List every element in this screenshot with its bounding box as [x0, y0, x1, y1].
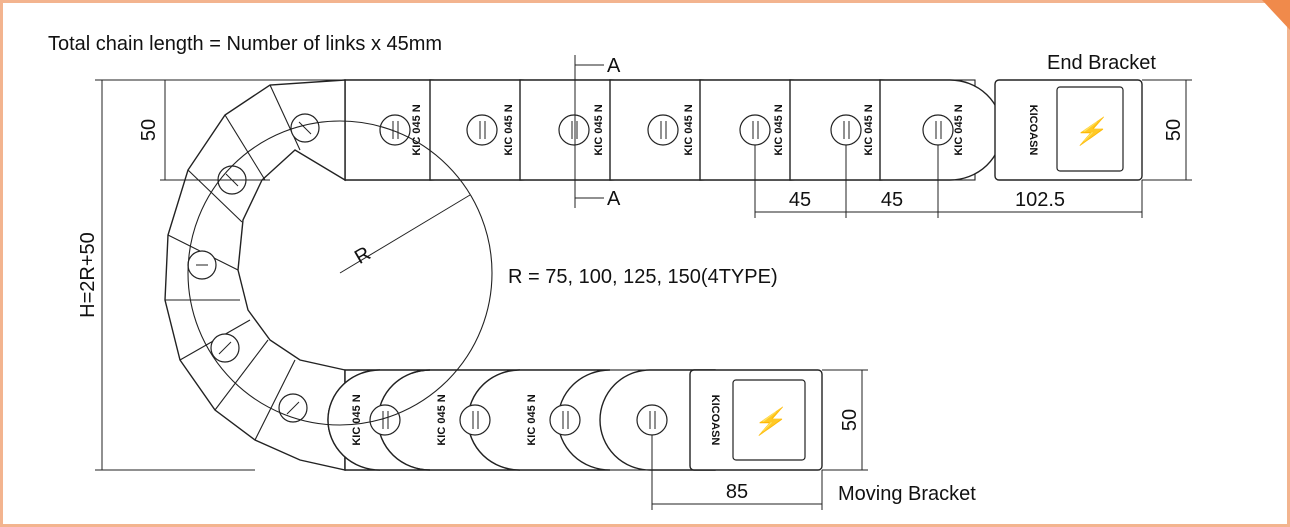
- pin: [187, 250, 217, 280]
- title: Total chain length = Number of links x 4…: [48, 33, 442, 55]
- dim-top-left-value: 50: [138, 119, 160, 141]
- link-marking: KIC 045 N: [436, 394, 448, 445]
- corner-tab: [1262, 0, 1290, 30]
- pin: [549, 404, 581, 436]
- lower-run: KIC 045 N KIC 045 N KIC 045 N: [327, 369, 716, 471]
- link-marking: KIC 045 N: [773, 104, 785, 155]
- pin: [922, 114, 954, 146]
- end-bracket: KICOASN ⚡: [994, 79, 1143, 181]
- pin: [466, 114, 498, 146]
- link-marking: KIC 045 N: [526, 394, 538, 445]
- pin: [558, 114, 590, 146]
- radius-label: R: [351, 243, 375, 269]
- bracket-logo-icon: ⚡: [753, 406, 787, 437]
- link-marking: KIC 045 N: [593, 104, 605, 155]
- dim-pitch-2-value: 45: [881, 189, 903, 211]
- dim-overall-height: [95, 79, 255, 471]
- section-label-bottom: A: [607, 188, 621, 210]
- pin: [290, 113, 320, 143]
- radius-line: [339, 194, 471, 274]
- curve-section: [164, 79, 346, 471]
- section-line: [574, 55, 604, 208]
- dim-bottom-height: [822, 369, 868, 471]
- pin: [830, 114, 862, 146]
- upper-run: KIC 045 N KIC 045 N KIC 045 N KIC 045 N …: [344, 79, 1003, 181]
- pin: [369, 404, 401, 436]
- dim-top-left: [160, 79, 345, 181]
- link-marking: KIC 045 N: [351, 394, 363, 445]
- link-marking: KIC 045 N: [863, 104, 875, 155]
- pin: [459, 404, 491, 436]
- moving-bracket-label: Moving Bracket: [838, 483, 976, 505]
- end-bracket-label: End Bracket: [1047, 52, 1156, 74]
- pin: [636, 404, 668, 436]
- pin: [647, 114, 679, 146]
- pin: [210, 333, 240, 363]
- link-marking: KIC 045 N: [683, 104, 695, 155]
- dim-bottom-height-value: 50: [839, 409, 861, 431]
- bracket-marking: KICOASN: [1027, 105, 1039, 156]
- dim-top-right-value: 50: [1163, 119, 1185, 141]
- bracket-marking: KICOASN: [709, 395, 721, 446]
- link-marking: KIC 045 N: [953, 104, 965, 155]
- radius-values: R = 75, 100, 125, 150(4TYPE): [508, 266, 778, 288]
- moving-bracket: KICOASN ⚡: [689, 369, 823, 471]
- bracket-logo-icon: ⚡: [1074, 116, 1108, 147]
- radius-circle: [187, 120, 493, 426]
- pin: [739, 114, 771, 146]
- dim-moving-length-value: 85: [726, 481, 748, 503]
- dim-moving-length: [651, 435, 823, 510]
- link-marking: KIC 045 N: [411, 104, 423, 155]
- section-label-top: A: [607, 55, 621, 77]
- pin: [379, 114, 411, 146]
- dim-pitch: [754, 145, 1143, 218]
- dim-pitch-1-value: 45: [789, 189, 811, 211]
- dim-end-length-value: 102.5: [1015, 189, 1065, 211]
- dim-top-right: [1142, 79, 1192, 181]
- dim-overall-height-value: H=2R+50: [77, 232, 99, 318]
- link-marking: KIC 045 N: [503, 104, 515, 155]
